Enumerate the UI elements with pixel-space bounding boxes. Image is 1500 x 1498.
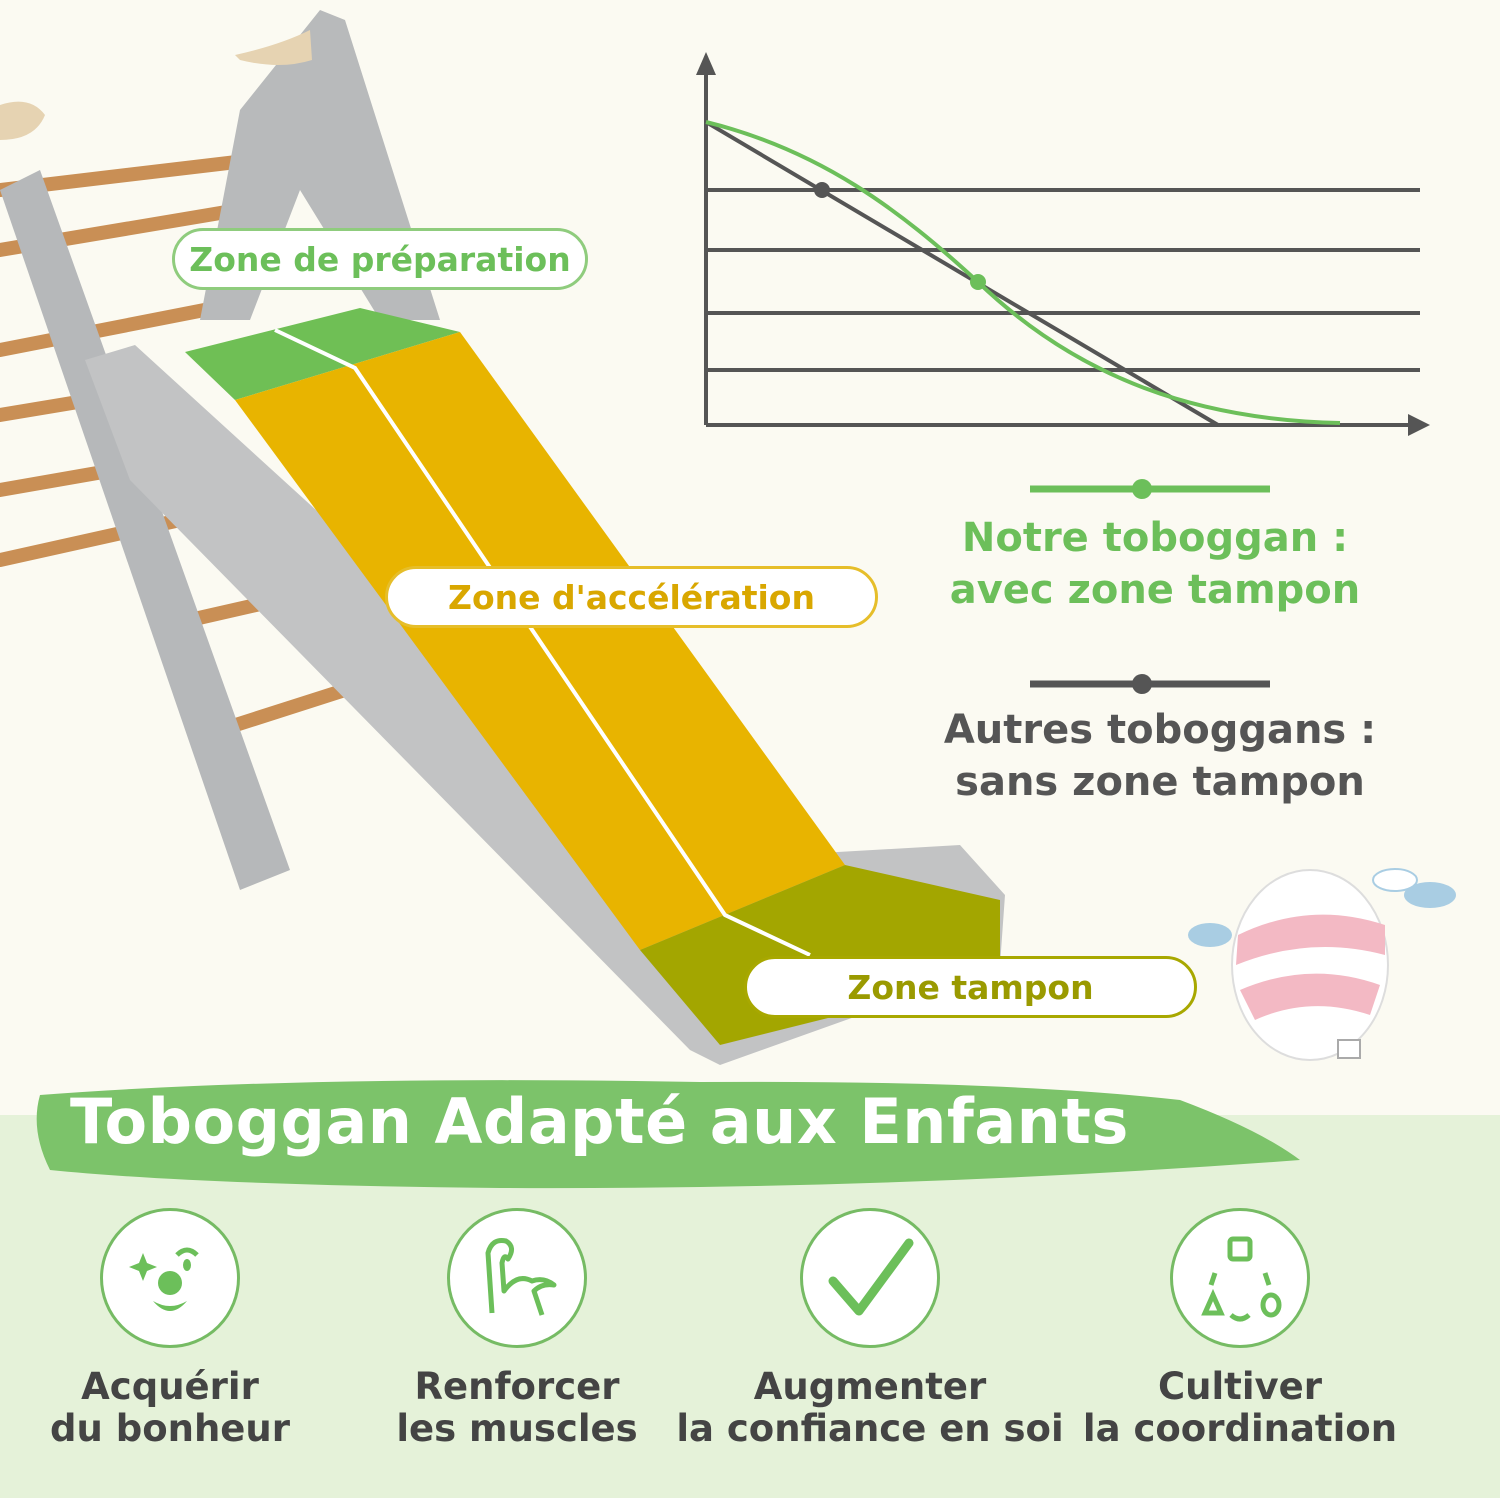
y-axis-arrow-icon [696,52,716,75]
feature-line1: Augmenter [753,1365,987,1408]
feature-line2: les muscles [396,1407,638,1450]
happy-face-icon [100,1208,240,1348]
other-slides-point [814,182,830,198]
feature-line1: Cultiver [1157,1365,1322,1408]
legend-line2: sans zone tampon [955,759,1365,805]
label-acceleration-zone: Zone d'accélération [385,566,878,628]
muscle-arm-icon [447,1208,587,1348]
wood-handle [0,101,45,140]
legend-other-slides: Autres toboggans : sans zone tampon [900,704,1420,808]
our-slide-point [970,274,986,290]
wood-handle [235,30,312,65]
legend-our-slide: Notre toboggan : avec zone tampon [895,512,1415,616]
label-text: Zone tampon [847,967,1094,1007]
legend-line1: Notre toboggan : [961,515,1349,561]
buffer-zone [640,865,1000,1045]
feature-line1: Acquérir [81,1365,259,1408]
label-preparation-zone: Zone de préparation [172,228,588,290]
label-text: Zone de préparation [189,239,571,279]
feature-line2: la confiance en soi [676,1407,1064,1450]
title-brush-banner [36,1080,1301,1189]
other-slides-line [704,120,1220,427]
legend-line1: Autres toboggans : [943,707,1377,753]
hot-air-balloon-icon [1188,868,1456,1061]
label-buffer-zone: Zone tampon [744,956,1197,1018]
legend-green-dot [1132,479,1152,499]
feature-line1: Renforcer [414,1365,620,1408]
gridlines [706,188,1420,372]
label-text: Zone d'accélération [448,577,815,617]
our-slide-curve [705,120,1341,425]
page-title: Toboggan Adapté aux Enfants [70,1085,1129,1158]
ladder-leg [0,170,290,890]
speed-chart [696,52,1430,436]
slide-center-line [274,328,811,957]
shapes-cycle-icon [1170,1208,1310,1348]
feature-line2: du bonheur [50,1407,290,1450]
checkmark-icon [800,1208,940,1348]
legend-line2: avec zone tampon [949,567,1361,613]
feature-line2: la coordination [1082,1407,1398,1450]
legend-gray-dot [1132,674,1152,694]
x-axis-arrow-icon [1408,414,1430,436]
